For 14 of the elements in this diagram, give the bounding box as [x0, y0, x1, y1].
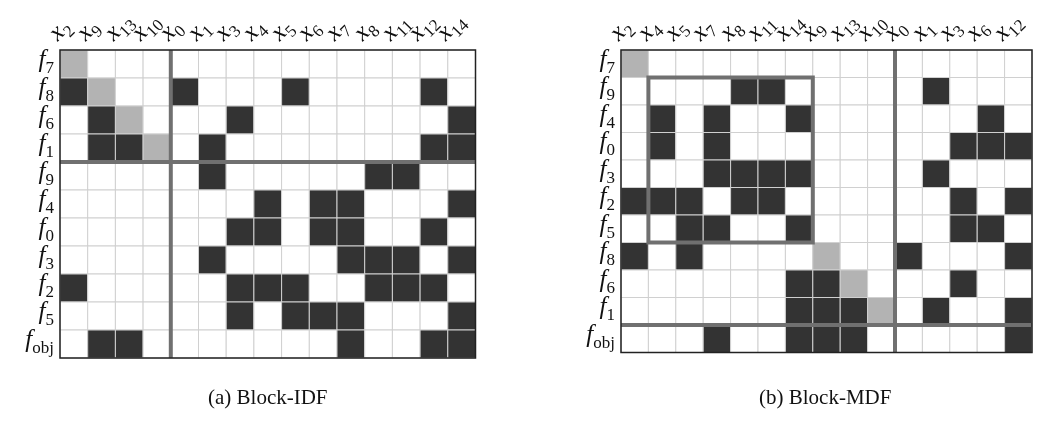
figure-caption: (b) Block-MDF [759, 385, 892, 410]
figure-caption: (a) Block-IDF [208, 385, 328, 410]
row-label: f$_{4}$ [37, 186, 54, 216]
row-label: f$_{obj}$ [24, 326, 54, 356]
row-label: f$_{1}$ [37, 130, 54, 160]
row-label: f$_{0}$ [37, 214, 54, 244]
row-label: f$_{3}$ [37, 242, 54, 272]
row-label: f$_{7}$ [598, 45, 615, 76]
row-label: f$_{8}$ [37, 74, 54, 104]
row-label: f$_{5}$ [37, 298, 54, 328]
row-label: f$_{2}$ [37, 270, 54, 300]
row-label: f$_{7}$ [37, 46, 54, 76]
row-label: f$_{9}$ [37, 158, 54, 188]
row-label: f$_{6}$ [37, 102, 54, 132]
